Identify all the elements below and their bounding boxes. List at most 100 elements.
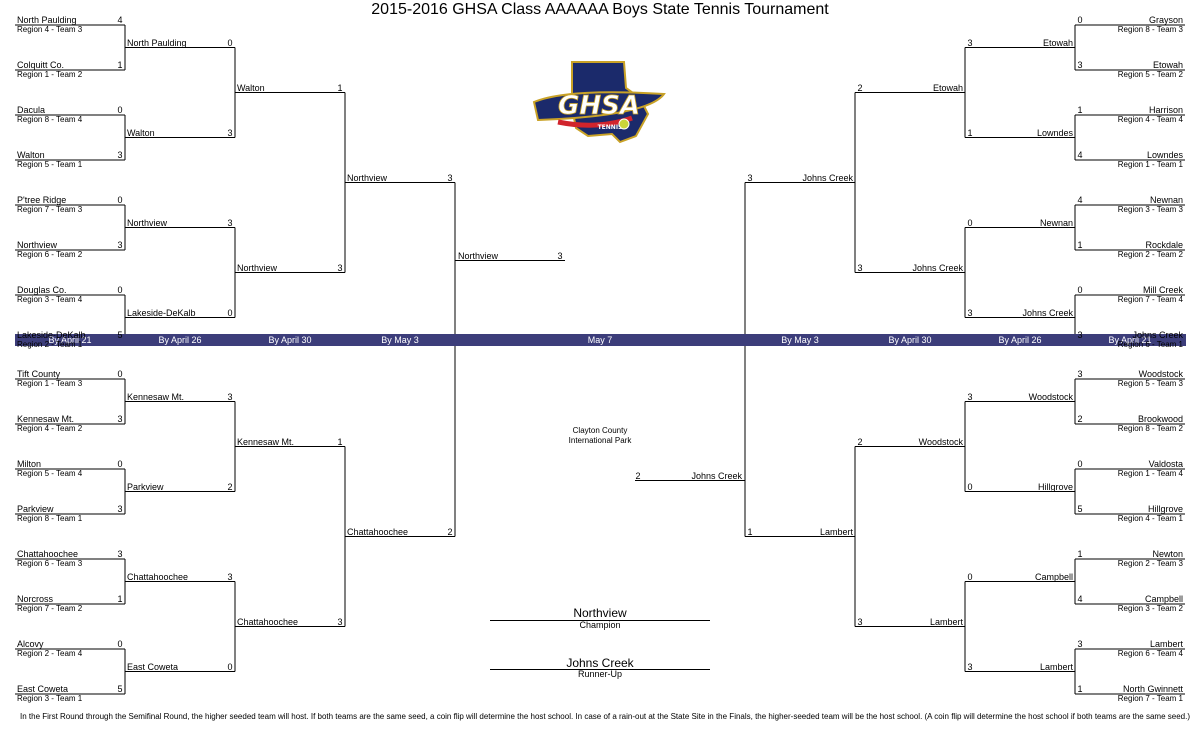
bottom-left-r1-7-team: East Coweta	[17, 684, 69, 694]
date-left-r4: By May 3	[381, 335, 419, 345]
top-right-r1-2-seed: Region 4 - Team 4	[1117, 115, 1183, 124]
top-left-r1-3-team: Walton	[17, 150, 45, 160]
top-left-r1-1-team: Colquitt Co.	[17, 60, 65, 70]
top-left-r1-0-score: 4	[117, 15, 123, 25]
top-left-r2-1-score: 3	[227, 127, 233, 138]
bottom-right-r2-3-score: 3	[967, 661, 973, 672]
bottom-right-r2-2-team: Campbell	[1034, 571, 1073, 582]
top-right-r1-7-team: Johns Creek	[1132, 330, 1183, 340]
bottom-left-r1-1-score: 3	[117, 414, 123, 424]
bottom-right-r1-7-seed: Region 7 - Team 1	[1117, 694, 1183, 703]
date-right-r1: By April 21	[1108, 335, 1152, 345]
bottom-right-r1-2-seed: Region 1 - Team 4	[1117, 469, 1183, 478]
bottom-left-r4-0-score: 2	[447, 526, 453, 537]
top-left-r2-2-team: Northview	[127, 217, 168, 228]
date-final: May 7	[587, 335, 613, 345]
bottom-right-r1-3-score: 5	[1077, 504, 1083, 514]
top-left-r2-3-team: Lakeside-DeKalb	[127, 307, 196, 318]
final-right-team: Johns Creek	[691, 470, 742, 481]
top-left-r1-5-seed: Region 6 - Team 2	[17, 250, 83, 259]
bottom-left-r1-2-team: Milton	[17, 459, 42, 469]
champion-line	[490, 620, 710, 621]
bottom-left-r1-3-score: 3	[117, 504, 123, 514]
top-right-r1-1-seed: Region 5 - Team 2	[1117, 70, 1183, 79]
bottom-right-r1-2-score: 0	[1077, 459, 1083, 469]
bottom-right-r1-1-score: 2	[1077, 414, 1083, 424]
top-left-r1-1-score: 1	[117, 60, 123, 70]
top-right-r1-5-seed: Region 2 - Team 2	[1117, 250, 1183, 259]
top-left-r2-3-score: 0	[227, 307, 233, 318]
top-right-r2-1-team: Lowndes	[1036, 127, 1073, 138]
venue-line2: International Park	[568, 436, 632, 445]
top-right-r1-4-score: 4	[1077, 195, 1083, 205]
top-left-r1-7-seed: Region 2 - Team 1	[17, 340, 83, 349]
bottom-right-r1-4-seed: Region 2 - Team 3	[1117, 559, 1183, 568]
bottom-left-r1-5-seed: Region 7 - Team 2	[17, 604, 83, 613]
top-right-r1-5-team: Rockdale	[1145, 240, 1183, 250]
top-left-r1-4-team: P'tree Ridge	[17, 195, 67, 205]
bottom-right-r1-0-team: Woodstock	[1138, 369, 1183, 379]
date-left-r2: By April 26	[158, 335, 202, 345]
bottom-left-r1-1-seed: Region 4 - Team 2	[17, 424, 83, 433]
bottom-right-r1-2-team: Valdosta	[1148, 459, 1183, 469]
bottom-left-r1-4-team: Chattahoochee	[17, 549, 79, 559]
final-left-score: 3	[557, 250, 563, 261]
bottom-left-r1-2-score: 0	[117, 459, 123, 469]
bottom-left-r4-0-team: Chattahoochee	[347, 526, 409, 537]
bottom-left-r1-7-score: 5	[117, 684, 123, 694]
bottom-left-r2-3-score: 0	[227, 661, 233, 672]
top-right-r1-1-team: Etowah	[1152, 60, 1183, 70]
top-right-r4-0-score: 3	[747, 172, 753, 183]
top-right-r3-0-score: 2	[857, 82, 863, 93]
top-right-r1-5-score: 1	[1077, 240, 1083, 250]
bottom-left-r1-3-seed: Region 8 - Team 1	[17, 514, 83, 523]
bottom-left-r1-5-score: 1	[117, 594, 123, 604]
bottom-right-r3-1-team: Lambert	[929, 616, 963, 627]
bottom-left-r1-0-team: Tift County	[17, 369, 61, 379]
bottom-left-r1-4-score: 3	[117, 549, 123, 559]
top-left-r1-0-team: North Paulding	[17, 15, 77, 25]
top-left-r1-3-seed: Region 5 - Team 1	[17, 160, 83, 169]
bottom-right-r1-4-team: Newton	[1152, 549, 1183, 559]
venue: Clayton County International Park	[540, 426, 660, 446]
top-right-r1-6-seed: Region 7 - Team 4	[1117, 295, 1183, 304]
bottom-right-r1-1-seed: Region 8 - Team 2	[1117, 424, 1183, 433]
top-left-r1-2-seed: Region 8 - Team 4	[17, 115, 83, 124]
top-left-r1-2-team: Dacula	[17, 105, 46, 115]
top-left-r1-5-score: 3	[117, 240, 123, 250]
bottom-right-r3-1-score: 3	[857, 616, 863, 627]
top-left-r1-7-score: 5	[117, 330, 123, 340]
top-right-r1-7-seed: Region 6 - Team 1	[1117, 340, 1183, 349]
top-left-r1-7-team: Lakeside-DeKalb	[17, 330, 86, 340]
bottom-left-r1-6-team: Alcovy	[17, 639, 44, 649]
top-right-r1-3-seed: Region 1 - Team 1	[1117, 160, 1183, 169]
bottom-left-r2-3-team: East Coweta	[127, 661, 179, 672]
bottom-left-r3-0-score: 1	[337, 436, 343, 447]
bottom-left-r1-6-seed: Region 2 - Team 4	[17, 649, 83, 658]
top-right-r2-2-team: Newnan	[1039, 217, 1073, 228]
bottom-left-r3-0-team: Kennesaw Mt.	[237, 436, 295, 447]
bottom-left-r1-3-team: Parkview	[17, 504, 54, 514]
date-right-r2: By April 26	[998, 335, 1042, 345]
top-left-r1-3-score: 3	[117, 150, 123, 160]
bottom-left-r2-1-team: Parkview	[127, 481, 164, 492]
bottom-right-r3-0-team: Woodstock	[918, 436, 963, 447]
top-right-r4-0-team: Johns Creek	[802, 172, 853, 183]
bottom-right-r2-0-team: Woodstock	[1028, 391, 1073, 402]
bottom-right-r1-6-seed: Region 6 - Team 4	[1117, 649, 1183, 658]
top-left-r4-0-score: 3	[447, 172, 453, 183]
top-right-r1-2-team: Harrison	[1148, 105, 1183, 115]
top-left-r1-0-seed: Region 4 - Team 3	[17, 25, 83, 34]
date-right-r3: By April 30	[888, 335, 932, 345]
page-title: 2015-2016 GHSA Class AAAAAA Boys State T…	[371, 1, 829, 18]
top-right-r1-6-score: 0	[1077, 285, 1083, 295]
top-right-r2-2-score: 0	[967, 217, 973, 228]
bottom-left-r2-0-team: Kennesaw Mt.	[127, 391, 185, 402]
top-left-r1-2-score: 0	[117, 105, 123, 115]
bottom-right-r1-5-team: Campbell	[1144, 594, 1183, 604]
footnote: In the First Round through the Semifinal…	[20, 712, 1190, 721]
top-left-r2-1-team: Walton	[127, 127, 155, 138]
champion-name: Northview	[573, 606, 627, 620]
top-left-r3-0-team: Walton	[237, 82, 265, 93]
